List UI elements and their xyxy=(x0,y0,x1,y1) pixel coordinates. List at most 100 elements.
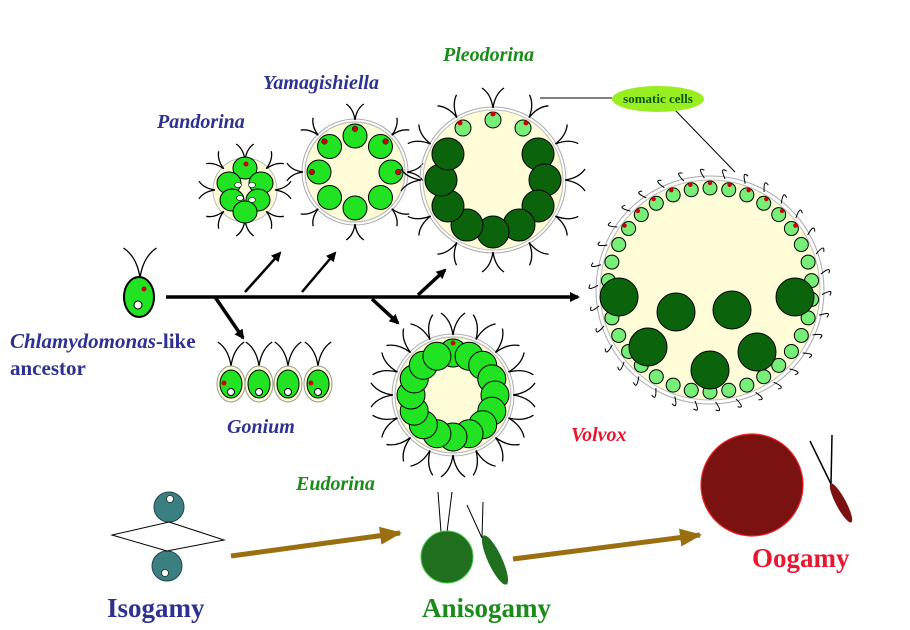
somatic-cell xyxy=(793,327,809,343)
macrogamete xyxy=(420,530,474,584)
flagellum xyxy=(528,241,549,255)
callout-line-volvox xyxy=(674,109,736,173)
eyespot xyxy=(351,125,359,132)
cell xyxy=(367,184,393,210)
eudorina-colony xyxy=(370,312,536,478)
flagellum xyxy=(446,491,453,533)
flagellum xyxy=(312,208,319,227)
label-oogamy: Oogamy xyxy=(752,543,850,573)
gonidium xyxy=(656,292,696,332)
flagellum xyxy=(418,215,432,236)
flagellum xyxy=(773,381,782,390)
flagellum xyxy=(604,344,613,353)
eyespot xyxy=(141,286,147,292)
somatic-cell xyxy=(721,182,737,198)
flagellum xyxy=(495,344,520,354)
flagellum xyxy=(452,454,466,478)
nucleus xyxy=(248,197,256,203)
colony-sheath xyxy=(595,175,825,405)
somatic-cells-callout: somatic cells xyxy=(612,86,704,112)
nucleus xyxy=(248,182,256,188)
flagellum xyxy=(139,247,157,279)
flagellum xyxy=(722,169,727,180)
eyespot xyxy=(382,138,389,145)
flagellum xyxy=(440,454,454,478)
flagellum xyxy=(381,352,398,373)
eyespot xyxy=(707,180,713,186)
flagellum xyxy=(678,172,685,182)
flagellum xyxy=(755,391,763,401)
gonidium xyxy=(690,350,730,390)
cell xyxy=(422,341,452,371)
somatic-cell xyxy=(604,254,620,270)
flagellum xyxy=(597,241,608,247)
eyespot xyxy=(243,161,249,167)
flagellum xyxy=(495,436,520,446)
somatic-cell xyxy=(454,119,472,137)
flagellum xyxy=(217,341,232,367)
flagellum xyxy=(789,368,799,376)
flagellum xyxy=(453,242,458,266)
flagellum xyxy=(591,262,602,268)
flagellum xyxy=(317,341,332,367)
microgamete xyxy=(481,535,509,585)
gonidium xyxy=(712,290,752,330)
anisogamy-figure xyxy=(420,491,509,585)
flagellum xyxy=(287,341,302,367)
flagellum xyxy=(407,215,431,220)
nucleus xyxy=(234,182,242,188)
flagellum xyxy=(564,179,586,192)
flagellum xyxy=(554,215,568,236)
somatic-cell xyxy=(665,377,681,393)
pleodorina-colony xyxy=(400,87,586,273)
flagellum xyxy=(492,251,505,273)
label-anisogamy: Anisogamy xyxy=(422,593,552,623)
nucleus xyxy=(255,388,263,396)
flagellum xyxy=(494,328,504,353)
flagellum xyxy=(818,312,829,318)
sperm xyxy=(829,483,853,523)
arrow-to-pleodorina xyxy=(416,268,447,297)
eyespot xyxy=(221,380,227,386)
cell xyxy=(317,184,343,210)
cell xyxy=(306,159,332,185)
somatic-cell xyxy=(611,327,627,343)
label-pleodorina: Pleodorina xyxy=(443,44,535,66)
flagellum xyxy=(528,242,533,266)
flagellum xyxy=(410,450,431,467)
flagellum xyxy=(198,189,216,200)
flagellum xyxy=(475,450,496,467)
gonium-colony xyxy=(216,341,333,403)
flagellum xyxy=(638,190,647,199)
somatic-cell xyxy=(683,382,699,398)
flagellum xyxy=(812,333,823,339)
flagellum xyxy=(440,312,454,336)
eyespot xyxy=(727,182,732,188)
flagellum xyxy=(304,341,319,367)
flagellum xyxy=(830,434,833,485)
gonium-cell xyxy=(219,369,243,399)
flagellum xyxy=(400,168,422,181)
eyespot xyxy=(395,168,402,176)
eyespot xyxy=(490,111,496,117)
somatic-cell xyxy=(683,182,699,198)
somatic-cell xyxy=(783,343,799,359)
gonidium xyxy=(737,332,777,372)
arrow-isogamy-to-anisogamy xyxy=(230,526,402,559)
flagellum xyxy=(481,251,494,273)
flagellum xyxy=(508,414,534,421)
flagellum xyxy=(391,117,398,136)
arrow-anisogamy-to-oogamy xyxy=(512,528,702,562)
eyespot xyxy=(523,120,529,126)
flagellum xyxy=(815,247,825,255)
flagellum xyxy=(230,341,245,367)
fusion-diamond xyxy=(110,521,226,552)
flagellum xyxy=(286,171,304,182)
flagellum xyxy=(508,352,525,373)
eyespot xyxy=(688,182,693,188)
gonidium xyxy=(628,327,668,367)
eyespot xyxy=(793,223,798,228)
somatic-cell xyxy=(793,237,809,253)
flagellum xyxy=(699,168,705,179)
